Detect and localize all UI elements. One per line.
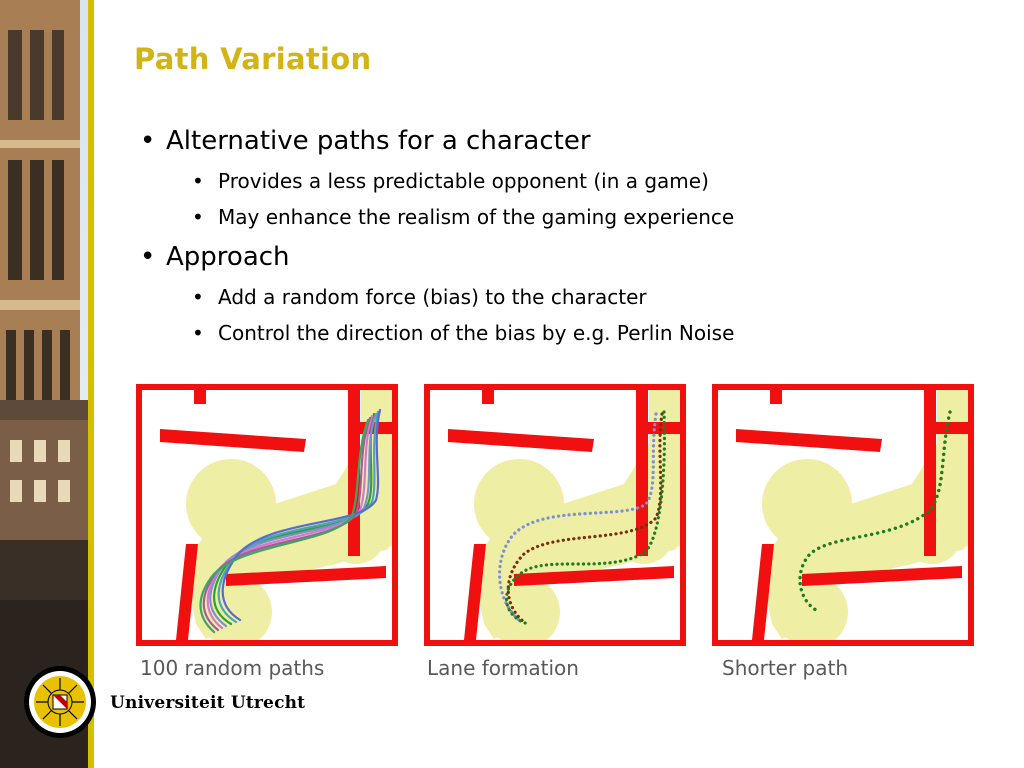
- panel-lane-formation: [424, 384, 686, 646]
- sub-bullet-text: May enhance the realism of the gaming ex…: [218, 205, 735, 229]
- panel-diagram-lanes: [424, 384, 686, 646]
- bullet-dot-icon: •: [192, 321, 204, 345]
- lane-paths: [497, 410, 667, 626]
- bullet-list: • Alternative paths for a character • Pr…: [140, 124, 1000, 356]
- university-name: Universiteit Utrecht: [110, 693, 306, 713]
- bullet-dot-icon: •: [140, 242, 156, 272]
- bullet-item: • Approach: [140, 240, 1000, 274]
- bullet-dot-icon: •: [192, 285, 204, 309]
- sub-bullet-item: • May enhance the realism of the gaming …: [192, 204, 1000, 230]
- sub-bullet-text: Provides a less predictable opponent (in…: [218, 169, 709, 193]
- bullet-item: • Alternative paths for a character: [140, 124, 1000, 158]
- sub-bullet-item: • Add a random force (bias) to the chara…: [192, 284, 1000, 310]
- panel-random-paths: [136, 384, 398, 646]
- university-seal-logo: [22, 664, 98, 740]
- sub-bullet-item: • Provides a less predictable opponent (…: [192, 168, 1000, 194]
- walls: [136, 384, 398, 646]
- sub-bullet-text: Control the direction of the bias by e.g…: [218, 321, 735, 345]
- bullet-dot-icon: •: [192, 205, 204, 229]
- path-bundle: [199, 408, 382, 634]
- walls: [424, 384, 686, 646]
- bullet-dot-icon: •: [192, 169, 204, 193]
- walls: [712, 384, 974, 646]
- panel-shorter-path: [712, 384, 974, 646]
- bullet-text: Alternative paths for a character: [166, 126, 591, 156]
- bullet-dot-icon: •: [140, 126, 156, 156]
- accent-strip: [88, 0, 94, 768]
- panel-diagram-shorter: [712, 384, 974, 646]
- panel-diagram-random: [136, 384, 398, 646]
- caption-random-paths: 100 random paths: [140, 656, 325, 680]
- slide-title: Path Variation: [134, 42, 372, 76]
- bullet-text: Approach: [166, 242, 290, 272]
- sub-bullet-item: • Control the direction of the bias by e…: [192, 320, 1000, 346]
- side-photo: [0, 0, 90, 768]
- caption-lane-formation: Lane formation: [427, 656, 579, 680]
- caption-shorter-path: Shorter path: [722, 656, 849, 680]
- sub-bullet-text: Add a random force (bias) to the charact…: [218, 285, 647, 309]
